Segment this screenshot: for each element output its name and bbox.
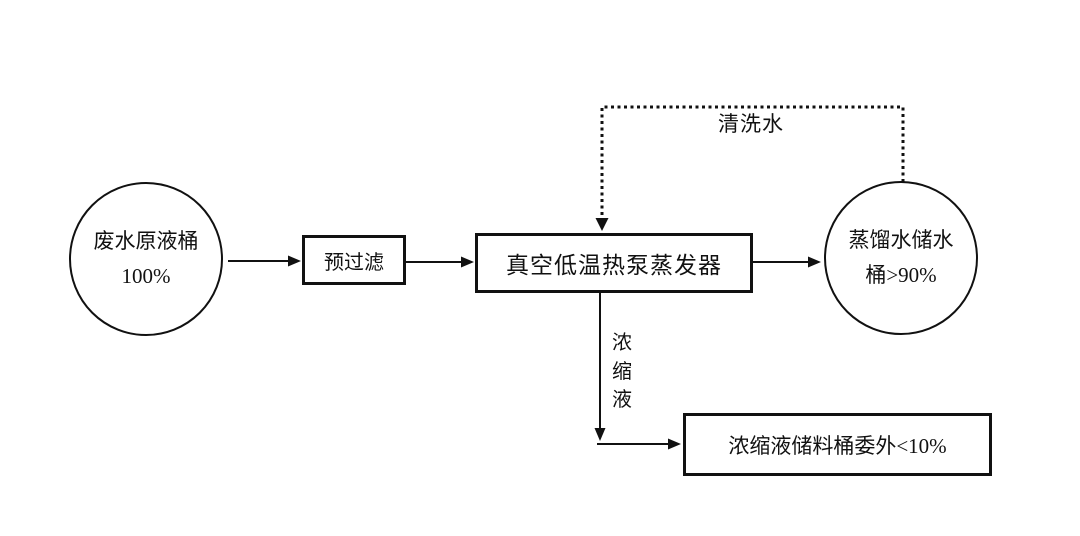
node-distillate-tank: 蒸馏水储水 桶>90% — [824, 181, 978, 335]
node-evaporator: 真空低温热泵蒸发器 — [475, 233, 753, 293]
dotted-wash-water-feedback-arrow — [595, 105, 905, 231]
prefilter-label: 预过滤 — [324, 251, 384, 274]
source-tank-label: 废水原液桶 — [93, 229, 199, 253]
evaporator-label: 真空低温热泵蒸发器 — [506, 253, 722, 278]
edge-label-concentrate: 浓缩液 — [612, 332, 632, 411]
source-tank-percentage: 100% — [121, 264, 171, 288]
distillate-tank-percentage: 桶>90% — [865, 263, 937, 287]
concentrate-tank-label: 浓缩液储料桶委外<10% — [728, 433, 947, 458]
arrow-concentrate-down — [594, 293, 606, 441]
node-prefilter: 预过滤 — [302, 235, 406, 285]
arrow-evaporator-to-distillate — [748, 256, 821, 268]
arrow-prefilter-to-evaporator — [406, 256, 474, 268]
node-source-tank: 废水原液桶 100% — [69, 182, 223, 336]
arrow-concentrate-to-tank — [597, 438, 681, 450]
node-concentrate-tank: 浓缩液储料桶委外<10% — [683, 413, 992, 476]
edge-label-wash-water: 清洗水 — [718, 112, 784, 136]
arrow-source-to-prefilter — [228, 255, 301, 267]
distillate-tank-label: 蒸馏水储水 — [848, 228, 954, 252]
